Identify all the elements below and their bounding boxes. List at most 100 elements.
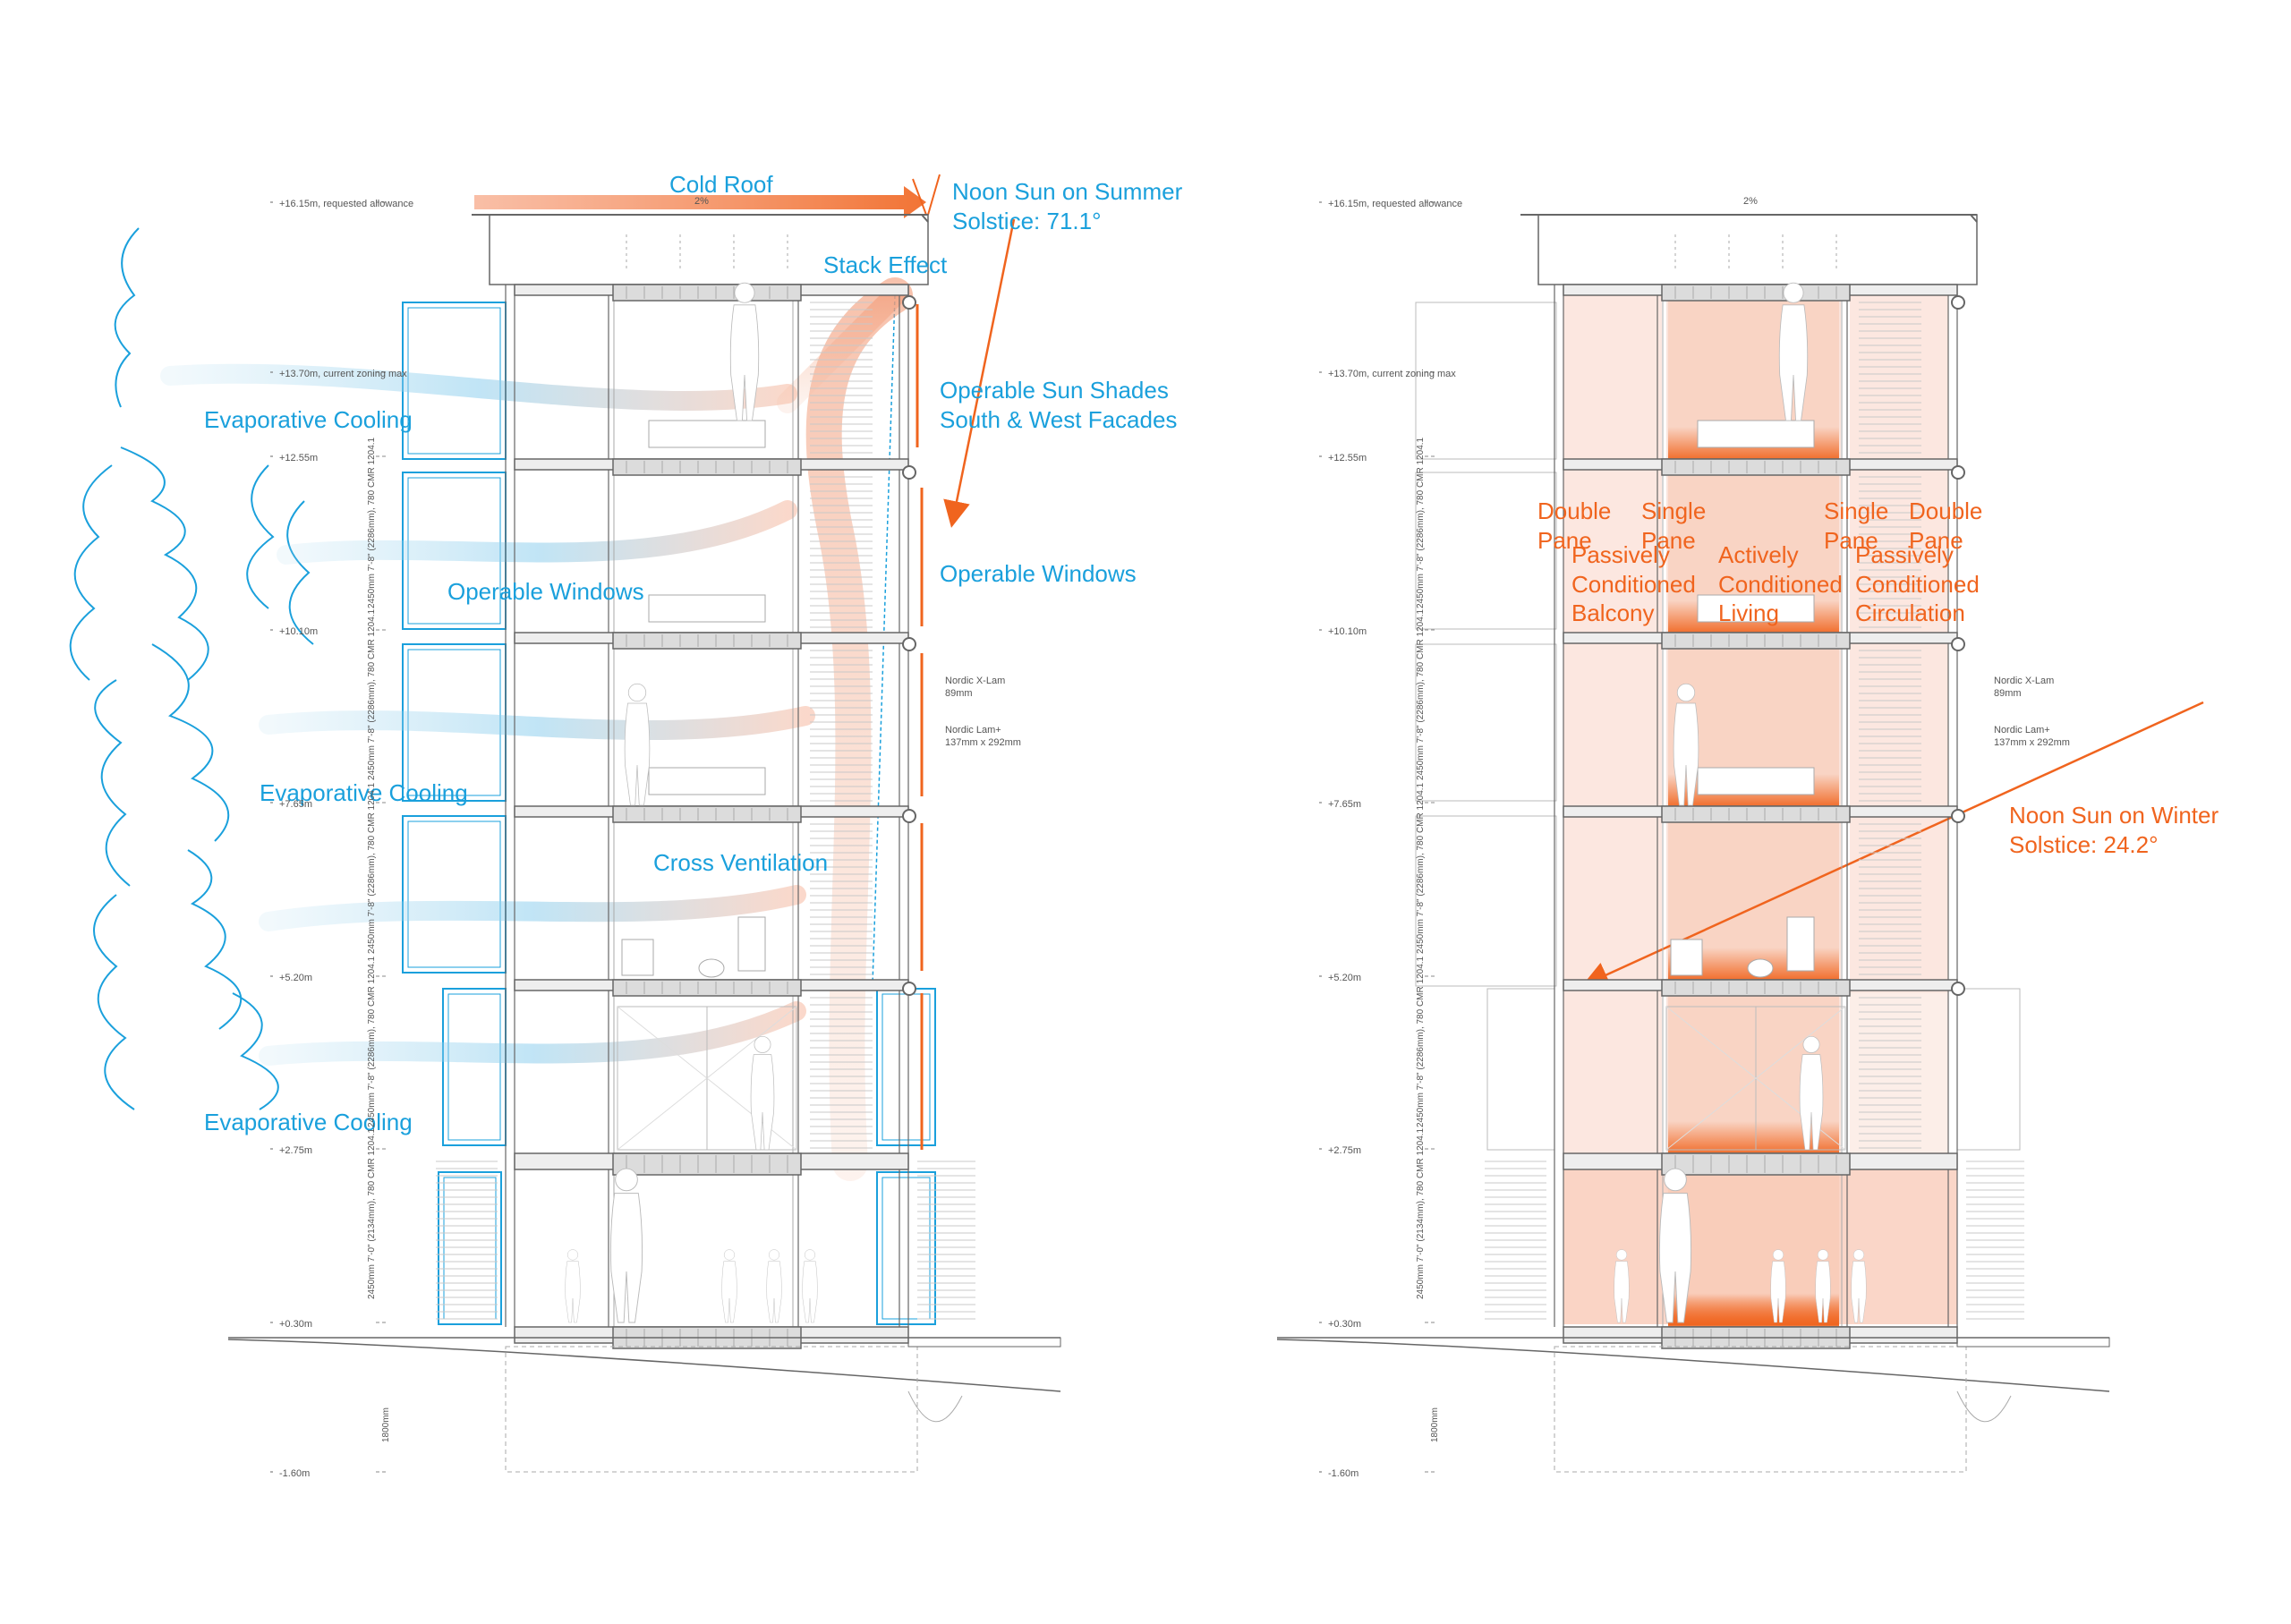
roof-parapet [1537,214,1978,285]
child-figure [1815,1249,1831,1323]
person-figure [624,683,651,806]
floor-height-right-3: 2450mm 7'-8" (2286mm), 780 CMR 1204.1 [1416,956,1426,1127]
shade-pivot [902,637,916,651]
ground-slope [1276,1339,2110,1392]
evaporative-vine [232,992,279,1110]
balcony-glazing [1415,472,1557,630]
person-body [1851,1261,1867,1323]
person-head [615,1168,638,1192]
summer-sun-tick [912,178,927,216]
operable-window-inner [881,1177,931,1320]
evaporative-vine [286,500,314,645]
double-pane-right-label: Double Pane [1909,497,1983,554]
core-slab [612,458,802,476]
person-body [1799,1054,1824,1151]
bed [1697,420,1815,448]
person-body [565,1261,581,1323]
cold-roof-label: Cold Roof [669,171,773,198]
person-figure [729,282,760,421]
person-head [1852,1249,1865,1261]
core-slab [1661,284,1851,302]
operable-sun-shades-label: Operable Sun Shades South & West Facades [940,377,1178,433]
person-head [1664,1168,1687,1192]
evaporative-vine [93,894,135,1110]
person-figure [750,1035,775,1151]
floor-height-left-1: 2450mm 7'-8" (2286mm), 780 CMR 1204.1 [367,608,377,780]
wind-stream [160,363,797,412]
core-slab [612,979,802,997]
single-pane-right-label: Single Pane [1824,497,1889,554]
level-mark-left-4: +7.65m [279,799,312,810]
level-mark-left-6: +2.75m [279,1145,312,1156]
circulation-zone [1850,295,1948,993]
level-mark-left-2: +12.55m [279,453,319,463]
child-figure [802,1249,818,1323]
floor-height-right-2: 2450mm 7'-8" (2286mm), 780 CMR 1204.1 [1416,782,1426,954]
level-mark-right-4: +7.65m [1328,799,1361,810]
person-figure [609,1168,643,1323]
balcony-glazing [1415,302,1557,460]
chair [1670,939,1703,976]
operable-windows-left-label: Operable Windows [447,578,644,605]
child-figure [565,1249,581,1323]
core-slab [612,284,802,302]
floor-height-left-3: 2450mm 7'-8" (2286mm), 780 CMR 1204.1 [367,956,377,1127]
person-body [624,702,651,806]
double-pane-left-label: Double Pane [1537,497,1612,554]
person-head [1615,1249,1628,1261]
person-head [1802,1035,1820,1053]
operable-window-frame [442,988,507,1146]
floor-height-right-0: 2450mm 7'-8" (2286mm), 780 CMR 1204.1 [1416,437,1426,608]
cold-roof-arrow [474,186,926,218]
person-head [723,1249,736,1261]
foundation-wall [1554,1346,1967,1473]
core-slab [1661,979,1851,997]
person-body [1673,702,1699,806]
shade-pivot [1951,465,1965,480]
walkway [907,1337,1061,1348]
operable-window-frame [876,1171,936,1325]
person-head [1772,1249,1784,1261]
shade-pivot [902,982,916,996]
shade-pivot [1951,982,1965,996]
operable-window-inner [447,993,501,1141]
person-figure [1658,1168,1692,1323]
footing-curve [907,1390,963,1423]
floor-height-left-2: 2450mm 7'-8" (2286mm), 780 CMR 1204.1 [367,782,377,954]
footing-curve [1956,1390,2012,1423]
operable-windows-right-label: Operable Windows [940,560,1137,587]
person-body [1770,1261,1786,1323]
person-head [627,683,647,702]
floor-height-left-0: 2450mm 7'-8" (2286mm), 780 CMR 1204.1 [367,437,377,608]
cross-ventilation-label: Cross Ventilation [653,849,829,876]
kitchen-diag [617,1006,797,1151]
kitchen-diag [1665,1006,1846,1151]
operable-window-frame [876,988,936,1146]
core-slab [1661,1152,1851,1176]
lam-note-left: Nordic Lam+ 137mm x 292mm [945,725,1021,748]
wind-stream [259,1001,806,1066]
person-body [1614,1261,1630,1323]
radiant-floor-heat [1668,1293,1839,1325]
shade-pivot [1951,809,1965,823]
shade-pivot [902,465,916,480]
child-figure [766,1249,782,1323]
table [737,916,766,972]
balcony-glazing [1415,643,1557,802]
chair [621,939,654,976]
floor-height-right-4: 2450mm 7'-0" (2134mm), 780 CMR 1204.1 [1416,1127,1426,1299]
level-mark-right-7: +0.30m [1328,1319,1361,1330]
bed [1697,767,1815,795]
balcony-glazing [1486,988,1555,1151]
roof-hook [1970,214,1978,223]
person-figure [1778,282,1809,421]
bed [648,767,766,795]
foundation-wall [505,1346,918,1473]
person-head [566,1249,579,1261]
level-mark-left-3: +10.10m [279,626,319,637]
level-mark-right-5: +5.20m [1328,973,1361,983]
person-body [1815,1261,1831,1323]
level-mark-right-2: +12.55m [1328,453,1367,463]
person-head [1817,1249,1829,1261]
person-body [1778,304,1809,421]
